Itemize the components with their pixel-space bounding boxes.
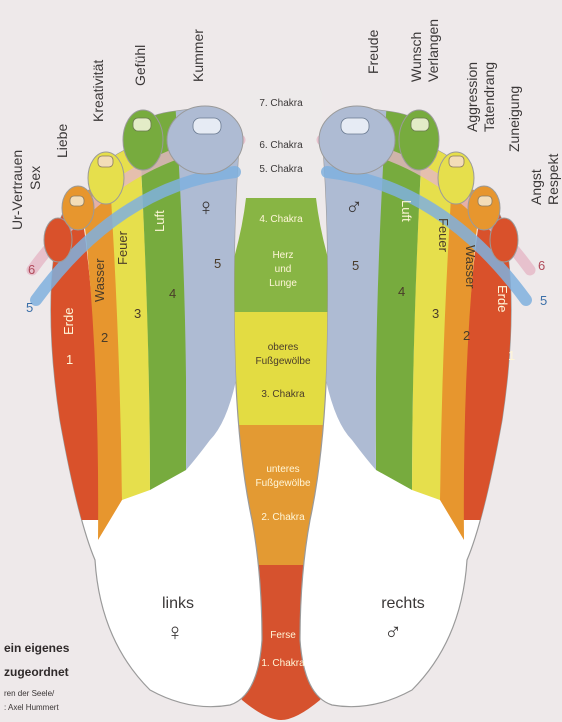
right-nail-5 (341, 118, 369, 134)
left-number-4: 4 (169, 286, 176, 301)
right-number-1: 1 (508, 348, 515, 363)
left-nail-4 (133, 118, 151, 131)
right-big-toe (319, 106, 395, 174)
label-respekt: Respekt (545, 154, 561, 205)
oberes-label-2: Fußgewölbe (255, 356, 310, 367)
right-number-3: 3 (432, 306, 439, 321)
right-erde-label: Erde (495, 285, 510, 312)
chakra-3-label: 3. Chakra (261, 389, 305, 400)
label-freude: Freude (365, 29, 381, 74)
label-kreativitaet: Kreativität (90, 60, 106, 122)
left-number-3: 3 (134, 306, 141, 321)
chakra-2-label: 2. Chakra (261, 512, 305, 523)
left-nail-5 (193, 118, 221, 134)
left-nail-3 (98, 156, 113, 167)
right-toe-2 (468, 186, 500, 230)
unteres-label-2: Fußgewölbe (255, 478, 310, 489)
left-erde-label: Erde (61, 308, 76, 335)
left-toe-2 (62, 186, 94, 230)
left-nail-2 (70, 196, 84, 206)
right-wasser-label: Wasser (463, 245, 478, 289)
left-number-1: 1 (66, 352, 73, 367)
label-kummer: Kummer (190, 29, 206, 82)
oberes-label-1: oberes (268, 342, 299, 353)
right-feuer-label: Feuer (436, 218, 451, 253)
unteres-label-1: unteres (266, 464, 299, 475)
right-margin-number-5: 5 (540, 293, 547, 308)
label-liebe: Liebe (54, 124, 70, 158)
right-nail-3 (449, 156, 464, 167)
label-ur-vertrauen: Ur-Vertrauen (9, 150, 25, 230)
caption-credit-2: : Axel Hummert (4, 703, 59, 712)
left-luft-label: Luft (152, 210, 167, 232)
label-zuneigung: Zuneigung (506, 86, 522, 152)
label-sex: Sex (27, 166, 43, 190)
chakra-7-label: 7. Chakra (259, 98, 303, 109)
right-mars-icon: ♂ (384, 619, 402, 646)
right-nail-2 (478, 196, 492, 206)
label-verlangen: Verlangen (425, 19, 441, 82)
right-number-5: 5 (352, 258, 359, 273)
chakra-5-label: 5. Chakra (259, 164, 303, 175)
left-big-toe (167, 106, 243, 174)
left-number-5: 5 (214, 256, 221, 271)
label-angst: Angst (528, 169, 544, 205)
chakra-1-label: 1. Chakra (261, 658, 305, 669)
ferse-label: Ferse (270, 630, 296, 641)
left-foot (30, 100, 262, 707)
caption-line-2: zugeordnet (4, 665, 69, 679)
left-foot-label: links (162, 595, 194, 612)
label-aggression: Aggression (464, 62, 480, 132)
left-big-toe-venus-icon: ♀ (197, 194, 215, 221)
left-wasser-label: Wasser (92, 258, 107, 302)
label-gefuehl: Gefühl (132, 45, 148, 86)
left-venus-icon: ♀ (166, 619, 184, 646)
label-wunsch: Wunsch (408, 32, 424, 82)
herz-label-2: und (275, 264, 292, 275)
chakra-6-label: 6. Chakra (259, 140, 303, 151)
caption-credit-1: ren der Seele/ (4, 689, 55, 698)
herz-label-3: Lunge (269, 278, 297, 289)
left-margin-number-5: 5 (26, 300, 33, 315)
right-margin-number-6: 6 (538, 258, 545, 273)
right-number-2: 2 (463, 328, 470, 343)
caption: ein eigenes zugeordnet ren der Seele/ : … (4, 641, 70, 712)
caption-line-1: ein eigenes (4, 641, 70, 655)
herz-label-1: Herz (272, 250, 293, 261)
right-number-4: 4 (398, 284, 405, 299)
left-margin-number-6: 6 (28, 262, 35, 277)
right-foot-label: rechts (381, 595, 425, 612)
label-tatendrang: Tatendrang (481, 62, 497, 132)
chakra-4-label: 4. Chakra (259, 214, 303, 225)
left-feuer-label: Feuer (115, 230, 130, 265)
right-big-toe-mars-icon: ♂ (345, 194, 363, 221)
right-luft-label: Luft (399, 200, 414, 222)
left-number-2: 2 (101, 330, 108, 345)
right-nail-4 (411, 118, 429, 131)
right-foot (300, 100, 532, 707)
